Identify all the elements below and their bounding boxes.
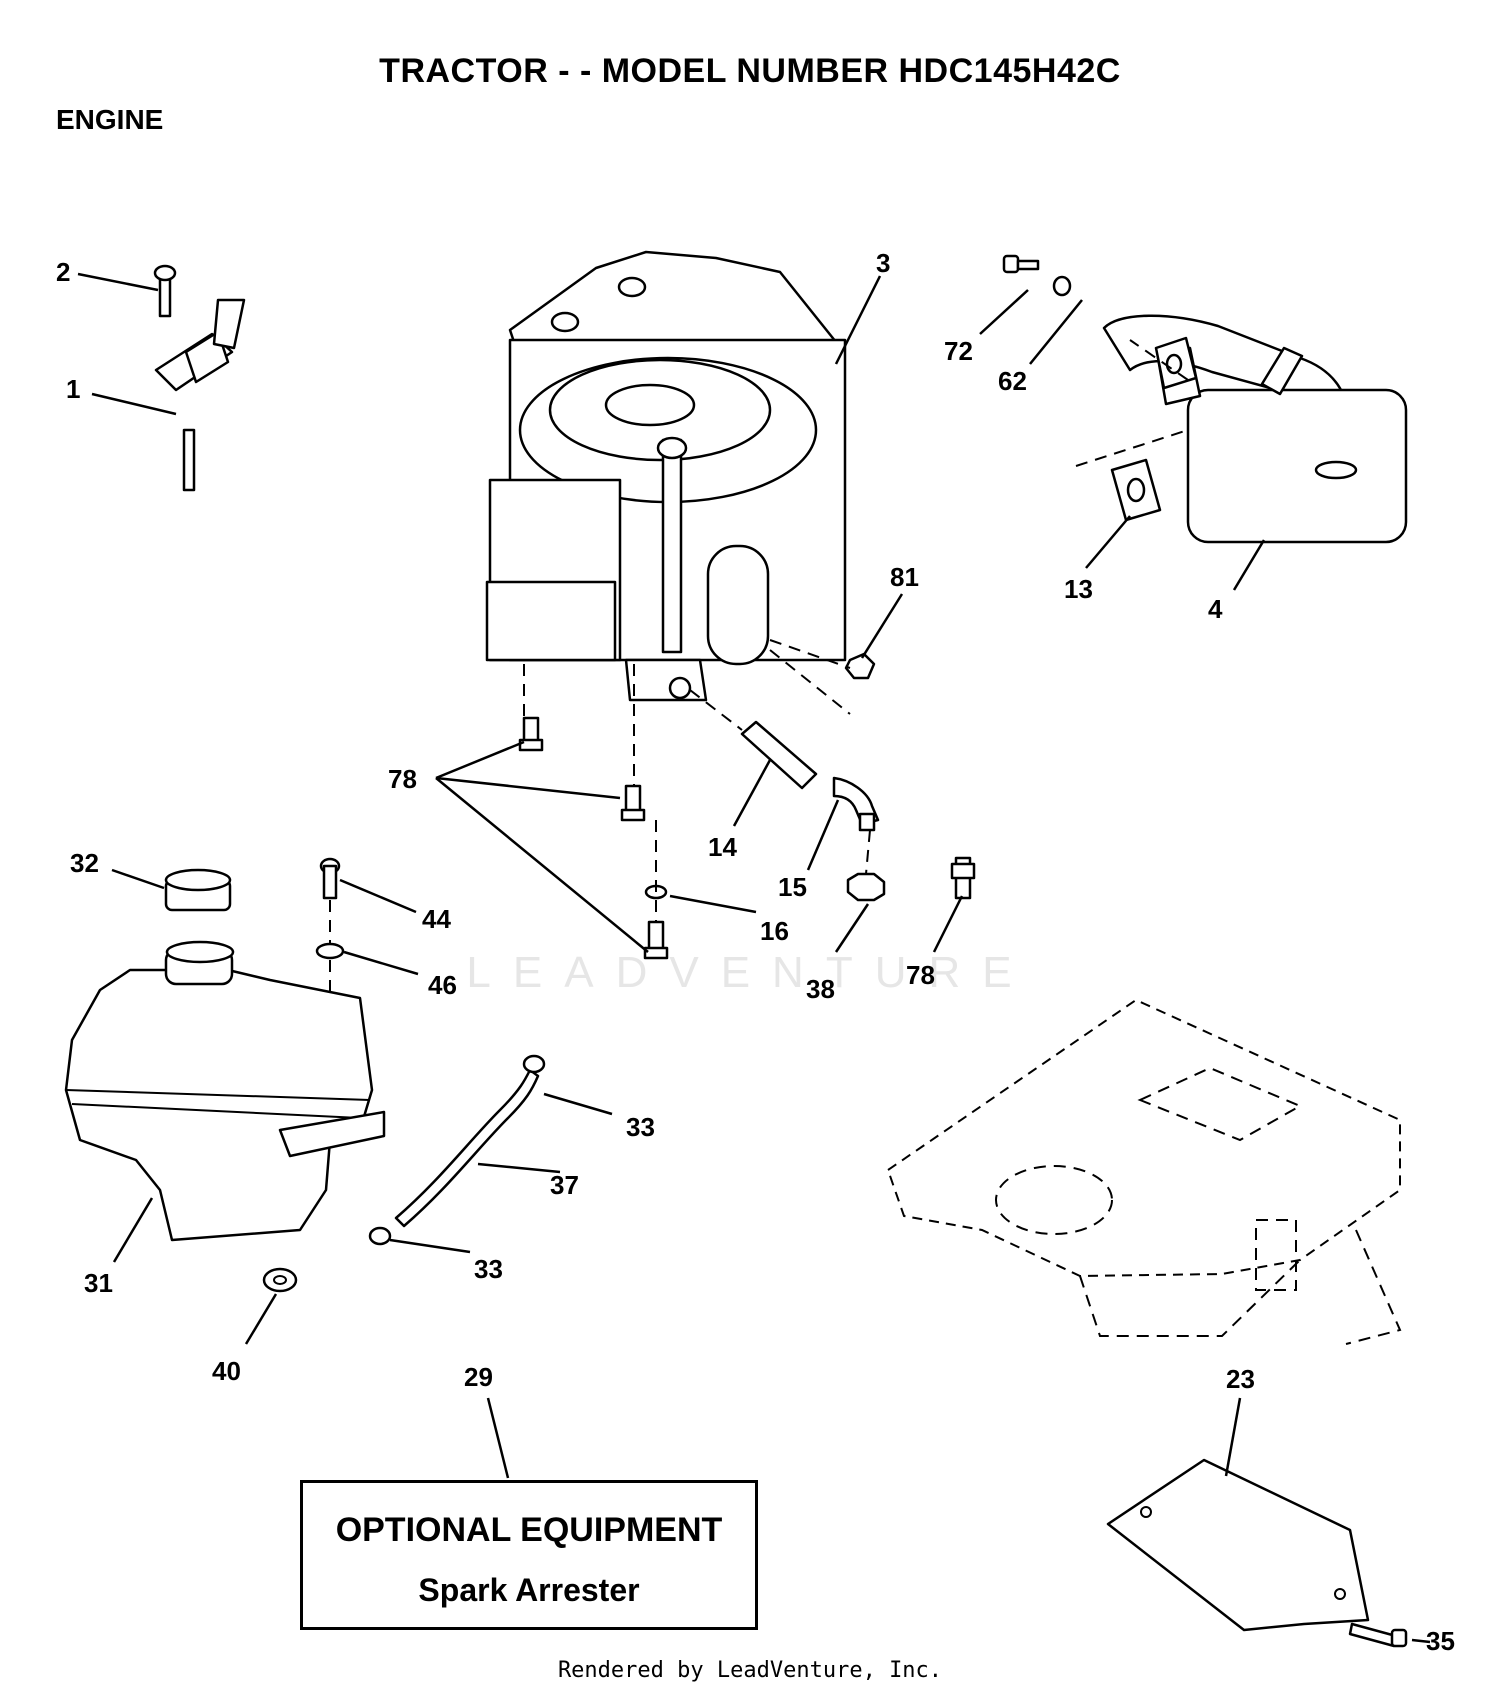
footer-credit: Rendered by LeadVenture, Inc. bbox=[557, 1658, 943, 1683]
page-title: TRACTOR - - MODEL NUMBER HDC145H42C bbox=[379, 52, 1121, 90]
callout-78-left: 78 bbox=[388, 764, 417, 794]
tank-screw-part[interactable] bbox=[319, 857, 341, 900]
callout-4: 4 bbox=[1208, 594, 1223, 624]
callout-2: 2 bbox=[56, 257, 70, 287]
gasket-part[interactable] bbox=[1110, 336, 1198, 522]
callout-23: 23 bbox=[1226, 1364, 1255, 1394]
callout-15: 15 bbox=[778, 872, 807, 902]
tank-washer-part[interactable] bbox=[315, 942, 345, 960]
callout-44: 44 bbox=[422, 904, 451, 934]
callout-33-upper: 33 bbox=[626, 1112, 655, 1142]
leader-lines bbox=[77, 272, 1431, 1644]
spacer-part[interactable] bbox=[262, 1267, 298, 1293]
spark-arrester-label: Spark Arrester bbox=[418, 1572, 640, 1608]
callout-33-lower: 33 bbox=[474, 1254, 503, 1284]
callout-14: 14 bbox=[708, 832, 737, 862]
callout-78-right: 78 bbox=[906, 960, 935, 990]
callout-35: 35 bbox=[1426, 1626, 1455, 1656]
callout-72: 72 bbox=[944, 336, 973, 366]
shield-screw-part[interactable] bbox=[1348, 1622, 1408, 1648]
callout-40: 40 bbox=[212, 1356, 241, 1386]
fuel-fitting-part[interactable] bbox=[740, 720, 886, 902]
hose-clamp-part[interactable] bbox=[368, 1054, 546, 1246]
fuel-line-part[interactable] bbox=[394, 1068, 540, 1228]
callout-1: 1 bbox=[66, 374, 80, 404]
callout-29: 29 bbox=[464, 1362, 493, 1392]
callout-37: 37 bbox=[550, 1170, 579, 1200]
heat-shield-part[interactable] bbox=[1106, 1458, 1370, 1632]
fuel-cap-part[interactable] bbox=[164, 868, 232, 912]
throttle-control-part[interactable] bbox=[153, 264, 246, 492]
engine-part[interactable] bbox=[485, 250, 847, 702]
frame-outline bbox=[886, 998, 1402, 1345]
bolt-part[interactable] bbox=[1002, 254, 1040, 274]
optional-equipment-box: OPTIONAL EQUIPMENT Spark Arrester bbox=[300, 1480, 758, 1630]
callout-46: 46 bbox=[428, 970, 457, 1000]
callout-81: 81 bbox=[890, 562, 919, 592]
fuel-tank-part[interactable] bbox=[64, 940, 386, 1242]
engine-bolts-part[interactable] bbox=[518, 716, 976, 960]
callout-31: 31 bbox=[84, 1268, 113, 1298]
watermark: LEADVENTURE bbox=[466, 948, 1034, 997]
section-title: ENGINE bbox=[56, 104, 164, 135]
callout-32: 32 bbox=[70, 848, 99, 878]
optional-equipment-title: OPTIONAL EQUIPMENT bbox=[335, 1511, 723, 1549]
callout-38: 38 bbox=[806, 974, 835, 1004]
callout-13: 13 bbox=[1064, 574, 1093, 604]
washer-part[interactable] bbox=[1052, 275, 1072, 297]
nut-part[interactable] bbox=[844, 652, 876, 680]
callout-62: 62 bbox=[998, 366, 1027, 396]
callout-3: 3 bbox=[876, 248, 890, 278]
callout-16: 16 bbox=[760, 916, 789, 946]
